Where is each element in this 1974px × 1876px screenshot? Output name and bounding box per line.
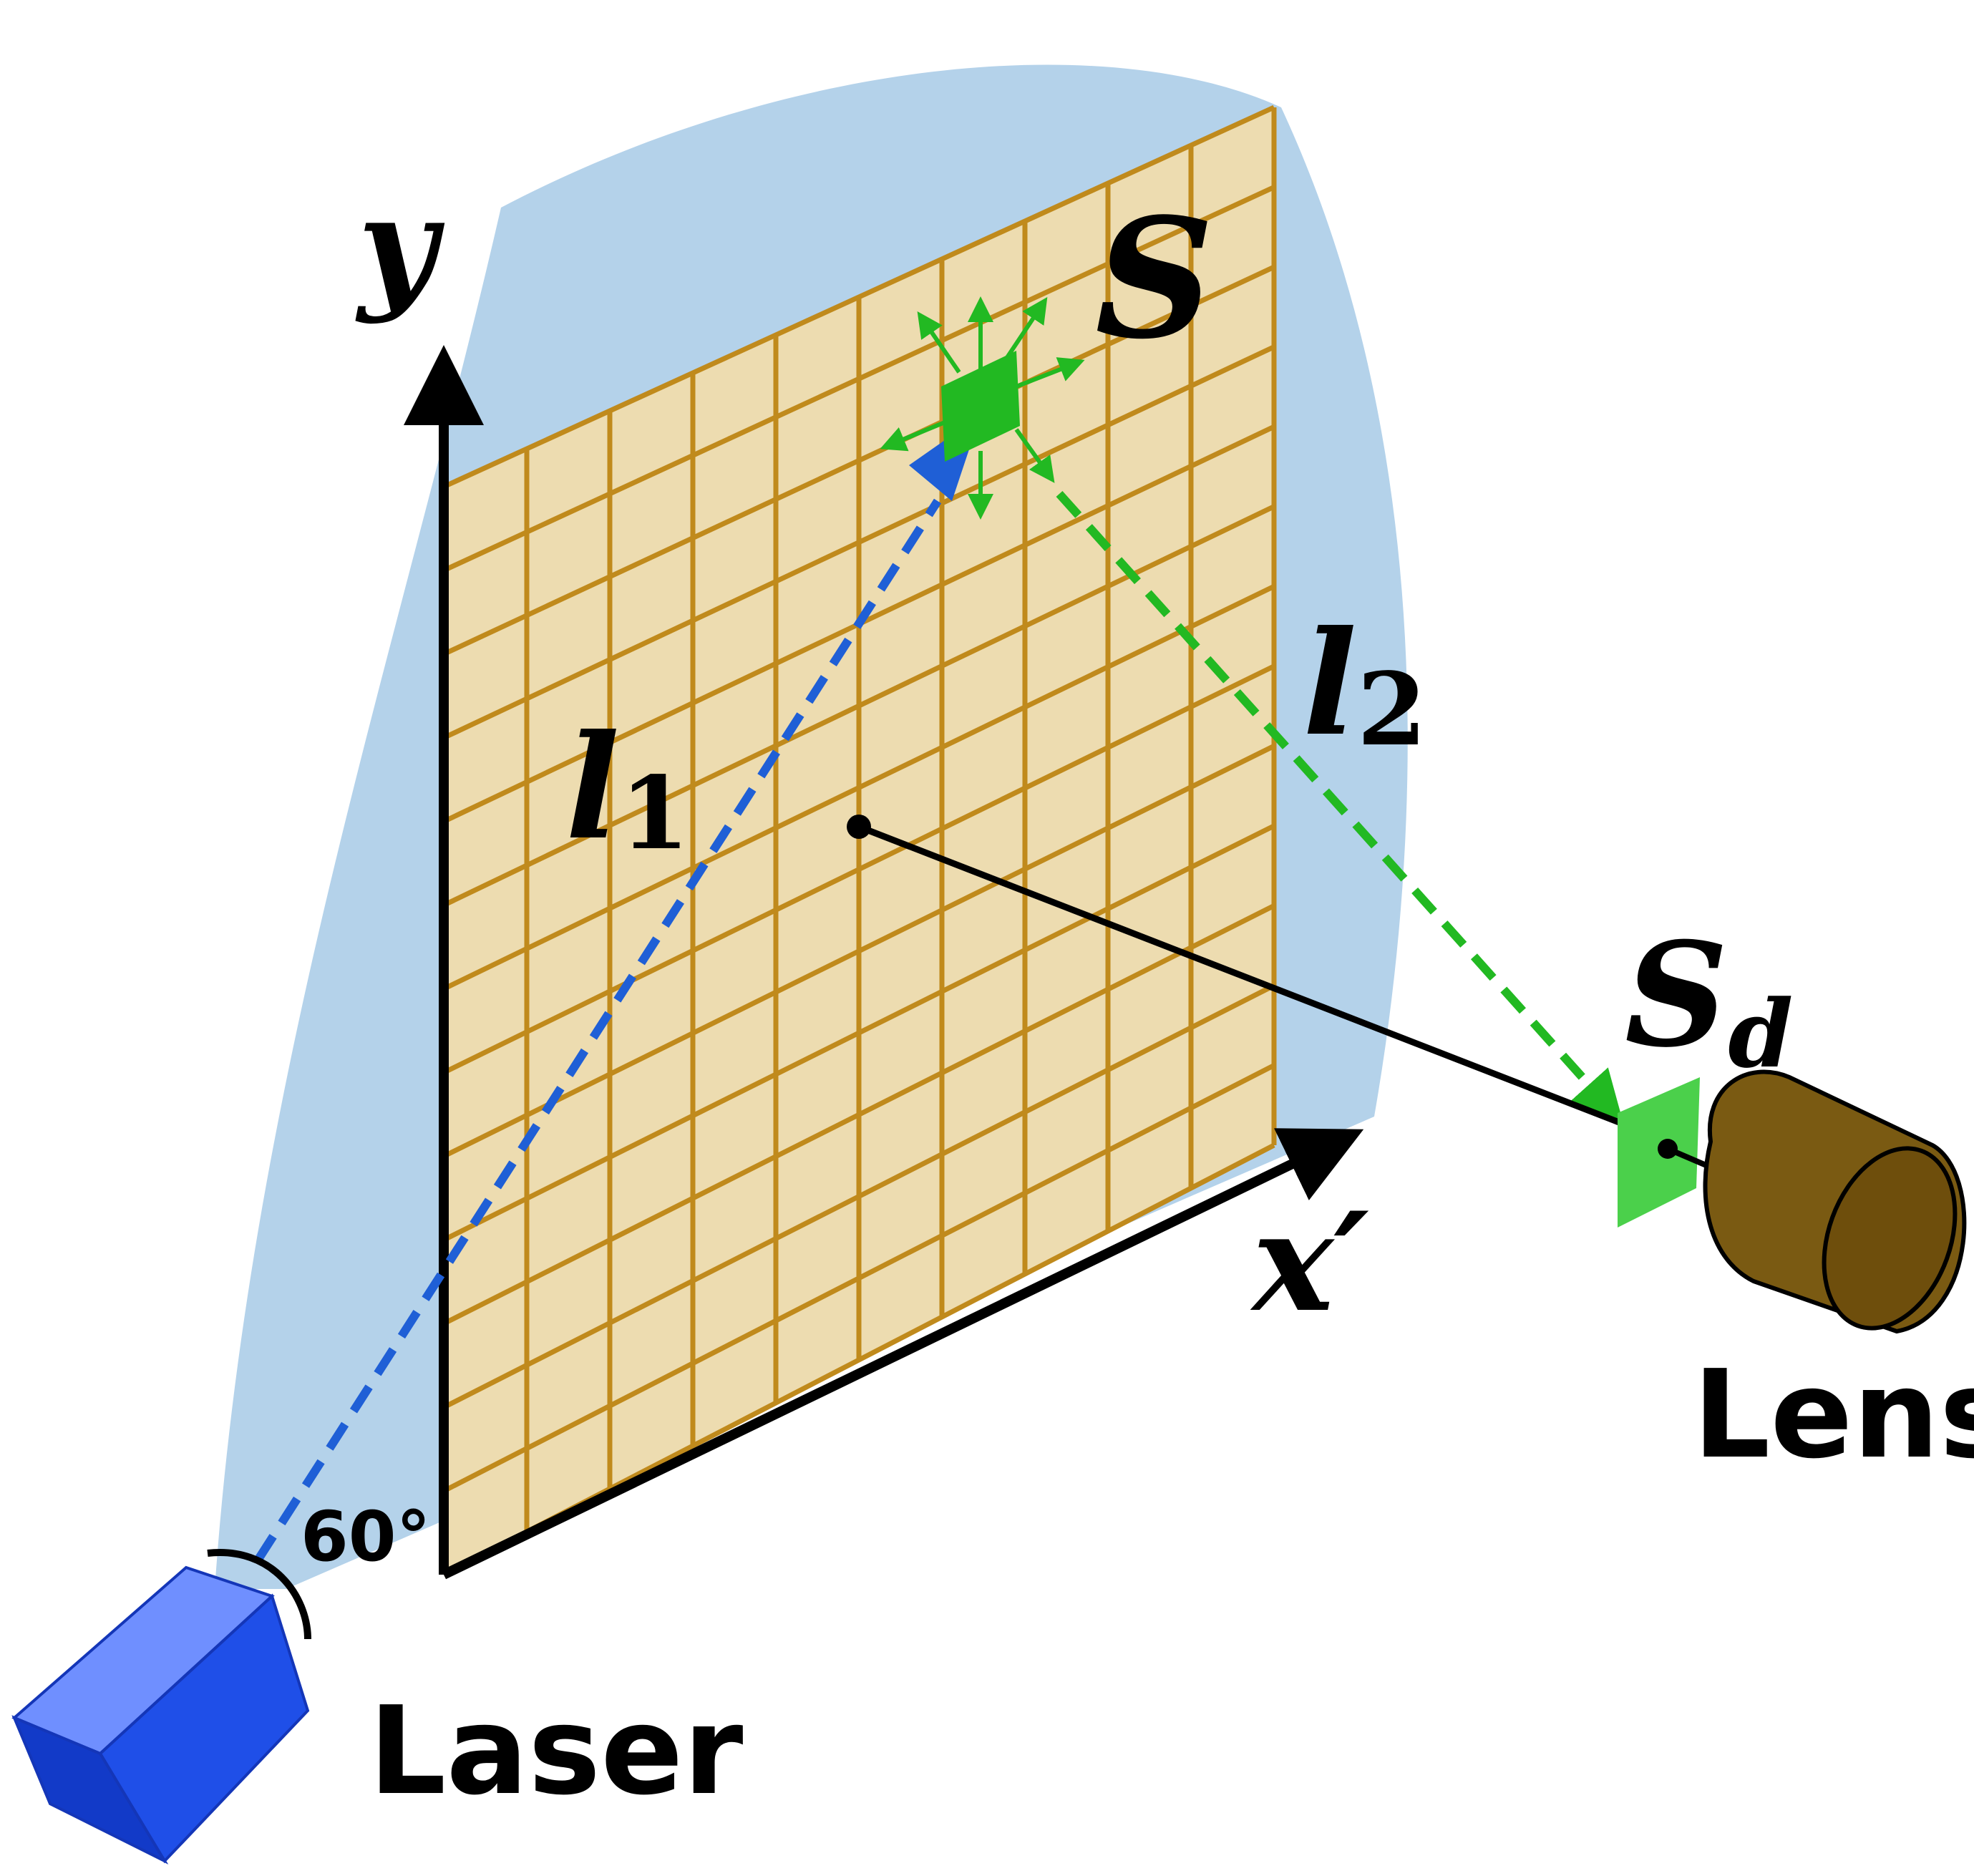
grid-line-horizontal: [442, 823, 1275, 1243]
lens-cylinder-icon: [1703, 1069, 1967, 1334]
grid-line-horizontal: [442, 264, 1275, 657]
scatter-arrow-up-right: [1000, 297, 1048, 366]
source-pixel-group: [880, 296, 1085, 520]
scatter-arrow-up-left: [917, 311, 961, 374]
angle-label: 60°: [301, 1497, 431, 1577]
laser-box-icon: [11, 1565, 310, 1865]
x-axis-label: x′: [1250, 1182, 1369, 1342]
scatter-arrow-down-right: [1014, 428, 1055, 483]
y-axis-label: y: [355, 166, 445, 326]
source-label: S: [1095, 183, 1214, 376]
grid-line-horizontal: [442, 105, 1275, 490]
x-axis: [441, 1128, 1364, 1580]
grid-line-horizontal: [442, 664, 1275, 1075]
scatter-arrow-left: [880, 420, 946, 452]
grid-line-horizontal: [442, 983, 1275, 1410]
lens-label: Lens: [1693, 1344, 1974, 1486]
laser-box-side: [11, 1715, 169, 1865]
grid-line-horizontal: [442, 185, 1275, 573]
grid-line-horizontal: [442, 903, 1275, 1326]
laser-beam-l1: [253, 498, 942, 1563]
source-square-icon: [941, 351, 1020, 462]
lens-face: [1822, 1146, 1958, 1331]
detector-label: Sd: [1625, 911, 1793, 1089]
plane-center-point: [847, 815, 871, 839]
grid-line-horizontal: [442, 1063, 1275, 1494]
optical-axis: [857, 823, 1698, 1156]
grid-line-horizontal: [442, 744, 1275, 1159]
scatter-arrow-right: [1015, 357, 1085, 389]
grid-line-horizontal: [442, 584, 1275, 991]
angle-arc: [207, 1549, 311, 1640]
path2-label: l2: [1303, 600, 1426, 769]
path1-label: l1: [565, 704, 689, 873]
laser-label: Laser: [369, 1681, 744, 1822]
grid-line-horizontal: [442, 344, 1275, 740]
scatter-path-l2: [1056, 490, 1624, 1123]
grid-plane: [441, 105, 1277, 1578]
